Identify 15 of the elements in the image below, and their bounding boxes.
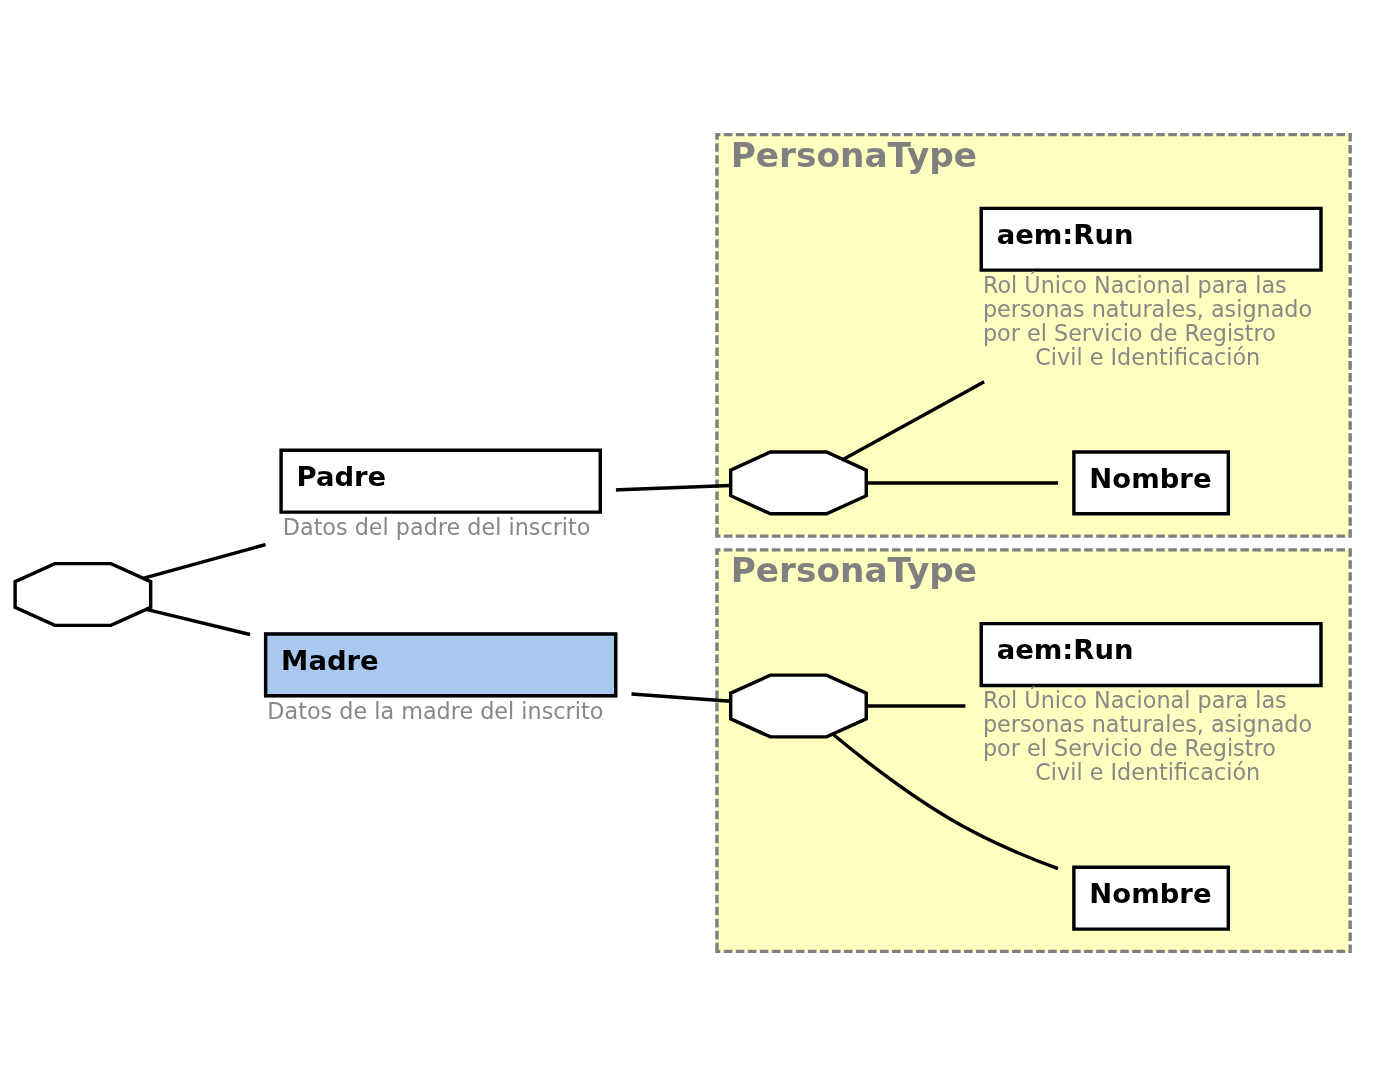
node-label: Datos de la madre del inscrito [267, 697, 604, 724]
connector [866, 480, 1059, 485]
connector [866, 703, 966, 708]
connector [631, 691, 731, 703]
connector [143, 542, 266, 580]
node-label: Datos del padre del inscrito [282, 513, 591, 540]
node-octagon [728, 449, 868, 516]
node-octagon [728, 672, 868, 739]
node-label: Rol Único Nacional para las personas naturales, asignado por el Servicio de Registro Civil e Identificación [982, 271, 1313, 370]
node-label: Rol Único Nacional para las personas naturales, asignado por el Servicio de Registro Civil e Identificación [982, 686, 1313, 785]
connector [832, 732, 1059, 870]
node-octagon [13, 561, 153, 627]
connector [842, 379, 985, 461]
connector [145, 607, 251, 636]
connector [615, 483, 731, 492]
